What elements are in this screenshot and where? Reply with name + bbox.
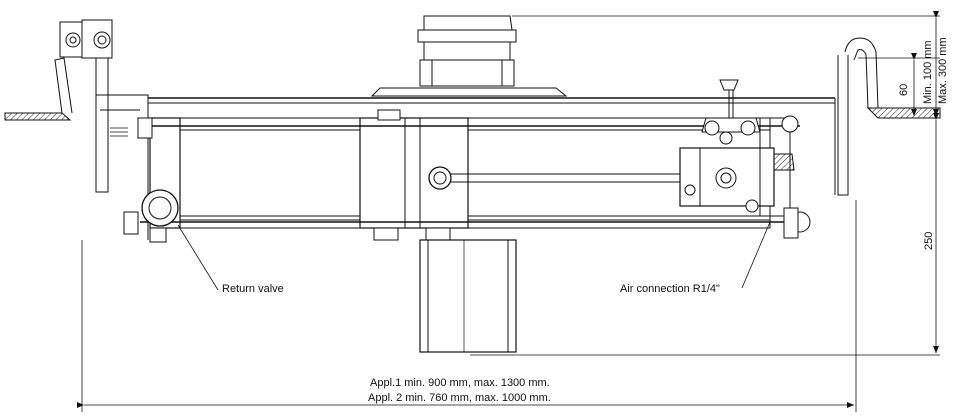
dim-60-label: 60	[898, 83, 910, 96]
return-valve-leader	[177, 224, 219, 291]
max-300-label: Max. 300 mm	[937, 37, 949, 104]
push-rod	[428, 166, 690, 190]
vertical-dimensions	[470, 11, 940, 356]
return-valve	[141, 189, 179, 227]
left-rail-bracket	[4, 19, 149, 195]
lower-ram	[419, 239, 517, 353]
air-connection-label: Air connection R1/4"	[620, 283, 720, 295]
min-100-label: Min. 100 mm	[922, 40, 934, 104]
air-cylinder	[123, 109, 800, 243]
horizontal-dimension	[77, 200, 857, 412]
appl-1-dimension-label: Appl.1 min. 900 mm, max. 1300 mm.	[370, 377, 550, 389]
jack-saddle	[370, 15, 940, 97]
return-valve-label: Return valve	[222, 283, 284, 295]
air-connection-leader	[741, 221, 771, 289]
valve-handle-assembly	[679, 79, 811, 239]
dim-250-label: 250	[923, 231, 935, 250]
appl-2-dimension-label: Appl. 2 min. 760 mm, max. 1000 mm.	[368, 392, 551, 404]
